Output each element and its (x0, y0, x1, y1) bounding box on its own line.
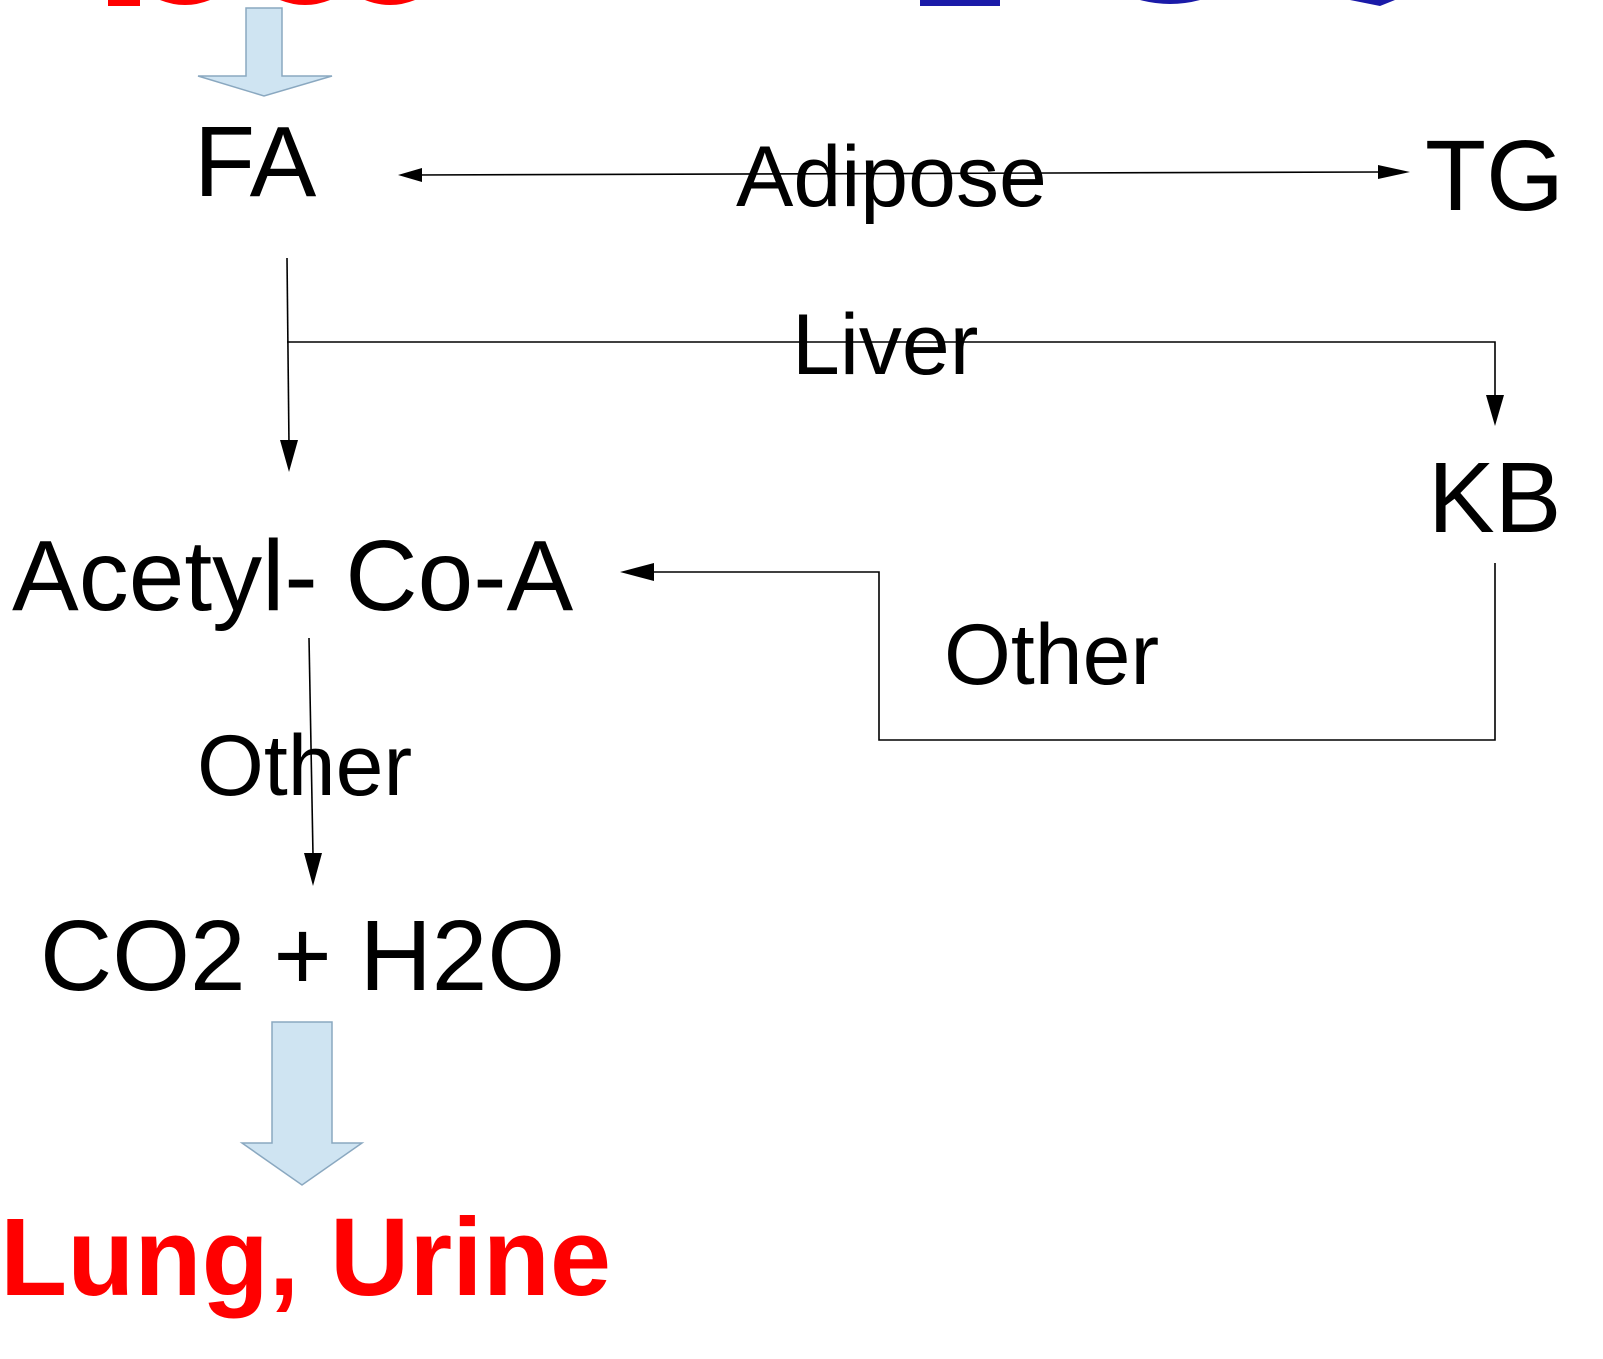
node-kb: KB (1428, 442, 1562, 554)
flow-arrow-top (197, 7, 333, 97)
node-fa: FA (194, 106, 317, 218)
arrowhead-kb (1486, 395, 1504, 426)
arrowhead-co2 (304, 853, 322, 886)
node-co2-h2o: CO2 + H2O (40, 900, 566, 1012)
edge-label-liver: Liver (792, 297, 979, 393)
heading-left-fragment (108, 0, 140, 6)
node-acetyl-coa: Acetyl- Co-A (12, 520, 574, 632)
edge-kb-acetyl (652, 563, 1496, 741)
heading-fragments (108, 0, 1395, 6)
edge-label-adipose: Adipose (736, 129, 1047, 225)
heading-left-fragment-curve (160, 0, 415, 5)
bottom-label: Lung, Urine (0, 1196, 612, 1319)
edge-fa-tg (413, 171, 1381, 176)
arrowhead-acetyl-from-kb (620, 563, 654, 581)
arrowhead-fa (398, 168, 422, 182)
flow-arrow-bottom (239, 1021, 365, 1186)
edge-fa-acetyl (286, 257, 290, 446)
arrowhead-acetyl-from-fa (280, 440, 298, 472)
arrowhead-tg (1378, 165, 1410, 179)
edge-fa-kb (287, 341, 1496, 398)
heading-right-fragment-curve (920, 0, 1395, 6)
node-tg: TG (1425, 120, 1564, 232)
edge-label-other-right: Other (944, 607, 1160, 703)
edge-label-other-left: Other (197, 718, 413, 814)
edge-acetyl-co2 (308, 637, 314, 856)
